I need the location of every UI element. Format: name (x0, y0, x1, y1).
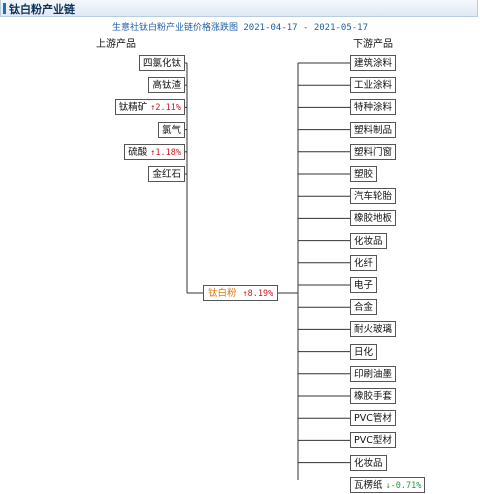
connector-lines (185, 62, 350, 480)
node-label: 塑胶 (354, 169, 374, 180)
upstream-header: 上游产品 (96, 39, 136, 50)
node-label: 高钛渣 (152, 80, 181, 92)
section-header: 钛白粉产业链 (0, 0, 478, 17)
node-change: ↓-0.71% (385, 480, 422, 491)
node-label: 合金 (354, 302, 374, 314)
downstream-node[interactable]: 耐火玻璃 (350, 321, 397, 338)
node-label: 日化 (354, 346, 374, 358)
node-label: 金红石 (152, 169, 181, 180)
downstream-node[interactable]: 塑料制品 (350, 121, 397, 138)
node-label: 印刷油墨 (354, 368, 393, 380)
downstream-node[interactable]: 塑料门窗 (350, 143, 397, 160)
downstream-node[interactable]: 日化 (350, 343, 378, 360)
downstream-node[interactable]: 化妆品 (350, 454, 387, 471)
downstream-node[interactable]: 汽车轮胎 (350, 188, 397, 205)
upstream-node[interactable]: 金红石 (148, 166, 185, 182)
downstream-node[interactable]: 电子 (350, 277, 378, 293)
node-label: 化纤 (354, 257, 374, 269)
downstream-header: 下游产品 (353, 39, 393, 50)
header-accent-bar (3, 3, 6, 14)
node-label: 钛精矿 (118, 102, 148, 114)
upstream-node[interactable]: 高钛渣 (148, 77, 185, 94)
downstream-node[interactable]: 印刷油墨 (350, 365, 397, 382)
node-label: 氯气 (161, 124, 181, 136)
downstream-node[interactable]: PVC型材 (350, 432, 396, 449)
downstream-node[interactable]: 化纤 (350, 254, 378, 271)
downstream-node[interactable]: 建筑涂料 (350, 55, 397, 71)
node-label: 化妆品 (354, 457, 383, 469)
node-label: 电子 (354, 280, 374, 291)
node-label: PVC管材 (354, 413, 392, 425)
node-label: 四氯化钛 (142, 58, 181, 69)
upstream-node[interactable]: 氯气 (157, 121, 185, 138)
node-label: 特种涂料 (354, 102, 393, 114)
node-change: ↑2.11% (150, 103, 181, 114)
node-label: 塑料门窗 (354, 146, 393, 158)
downstream-node[interactable]: 工业涂料 (350, 77, 397, 94)
node-label: 瓦楞纸 (354, 479, 383, 491)
diagram-title: 生意社钛白粉产业链价格涨跌图 2021-04-17 - 2021-05-17 (111, 23, 369, 33)
upstream-node[interactable]: 硫酸↑1.18% (124, 143, 185, 160)
downstream-node[interactable]: PVC管材 (350, 410, 396, 427)
node-label: 工业涂料 (354, 80, 393, 92)
node-label: 耐火玻璃 (354, 324, 393, 336)
node-label: 汽车轮胎 (354, 191, 393, 203)
downstream-node[interactable]: 合金 (350, 299, 378, 316)
downstream-node[interactable]: 橡胶手套 (350, 388, 397, 404)
node-label: 塑料制品 (354, 124, 393, 136)
downstream-node[interactable]: 化妆品 (350, 232, 387, 249)
node-label: 橡胶地板 (354, 213, 393, 225)
downstream-node[interactable]: 瓦楞纸↓-0.71% (350, 476, 426, 493)
node-label: 硫酸 (128, 146, 148, 158)
node-label: 橡胶手套 (354, 391, 393, 402)
downstream-node[interactable]: 塑胶 (350, 166, 378, 182)
upstream-node[interactable]: 钛精矿↑2.11% (114, 99, 185, 116)
downstream-node[interactable]: 特种涂料 (350, 99, 397, 116)
node-label: 建筑涂料 (354, 58, 393, 69)
node-label: 化妆品 (354, 235, 383, 247)
node-label: PVC型材 (354, 435, 392, 447)
node-change: ↑1.18% (150, 147, 181, 158)
downstream-node[interactable]: 橡胶地板 (350, 210, 397, 227)
section-title: 钛白粉产业链 (9, 3, 75, 16)
center-node[interactable]: 钛白粉 ↑8.19% (203, 285, 279, 301)
center-node-label: 钛白粉 (208, 288, 237, 299)
upstream-node[interactable]: 四氯化钛 (138, 55, 185, 71)
center-node-change: ↑8.19% (242, 289, 274, 299)
